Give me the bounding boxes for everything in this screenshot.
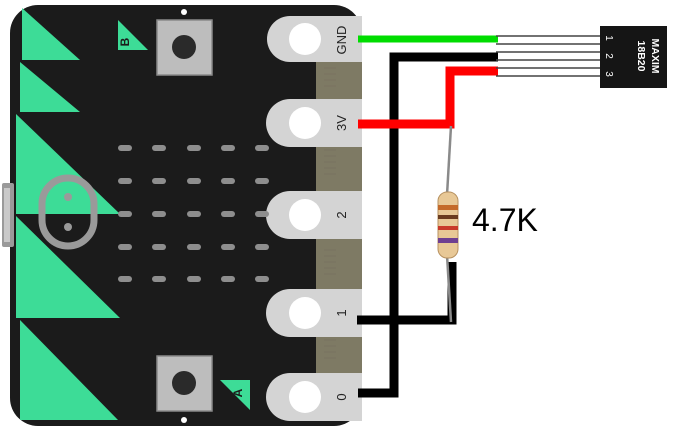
sensor-brand-label: MAXIM [649, 39, 661, 74]
svg-text:2: 2 [603, 53, 614, 59]
led-matrix [118, 145, 269, 282]
pin-label-0: 0 [334, 393, 349, 400]
svg-text:1: 1 [603, 35, 614, 41]
button-a: A [156, 355, 250, 423]
pin-labels: GND 3V 2 1 0 [334, 26, 349, 401]
resistor-body [437, 191, 459, 259]
wire-data-black [358, 52, 498, 398]
button-a-label: A [231, 388, 245, 397]
pin-label-2: 2 [334, 211, 349, 218]
ds18b20-sensor: MAXIM 18B20 1 2 3 [600, 26, 667, 88]
button-b-label: B [118, 37, 132, 46]
button-b: B [118, 9, 213, 76]
pin-label-3v: 3V [334, 115, 349, 131]
sensor-model-label: 18B20 [635, 41, 647, 72]
pin-label-gnd: GND [334, 26, 349, 55]
svg-text:3: 3 [603, 71, 614, 77]
pin-pads [266, 16, 362, 421]
wire-resistor-to-pin1 [357, 262, 457, 325]
button-a-marker [220, 380, 250, 410]
sensor-pin-numbers: 1 2 3 [603, 35, 614, 77]
resistor: 4.7K [437, 125, 538, 323]
pin-label-1: 1 [334, 309, 349, 316]
resistor-value-label: 4.7K [472, 202, 538, 238]
microbit-board: GND 3V 2 1 0 B A [2, 5, 362, 426]
sensor-body [600, 26, 667, 88]
microbit-logo [38, 174, 98, 250]
wire-power-red [358, 66, 498, 129]
button-b-marker [118, 20, 148, 50]
sensor-leads [496, 35, 602, 77]
edge-connector-ticks [324, 67, 336, 359]
board-accent-triangles [16, 8, 120, 420]
